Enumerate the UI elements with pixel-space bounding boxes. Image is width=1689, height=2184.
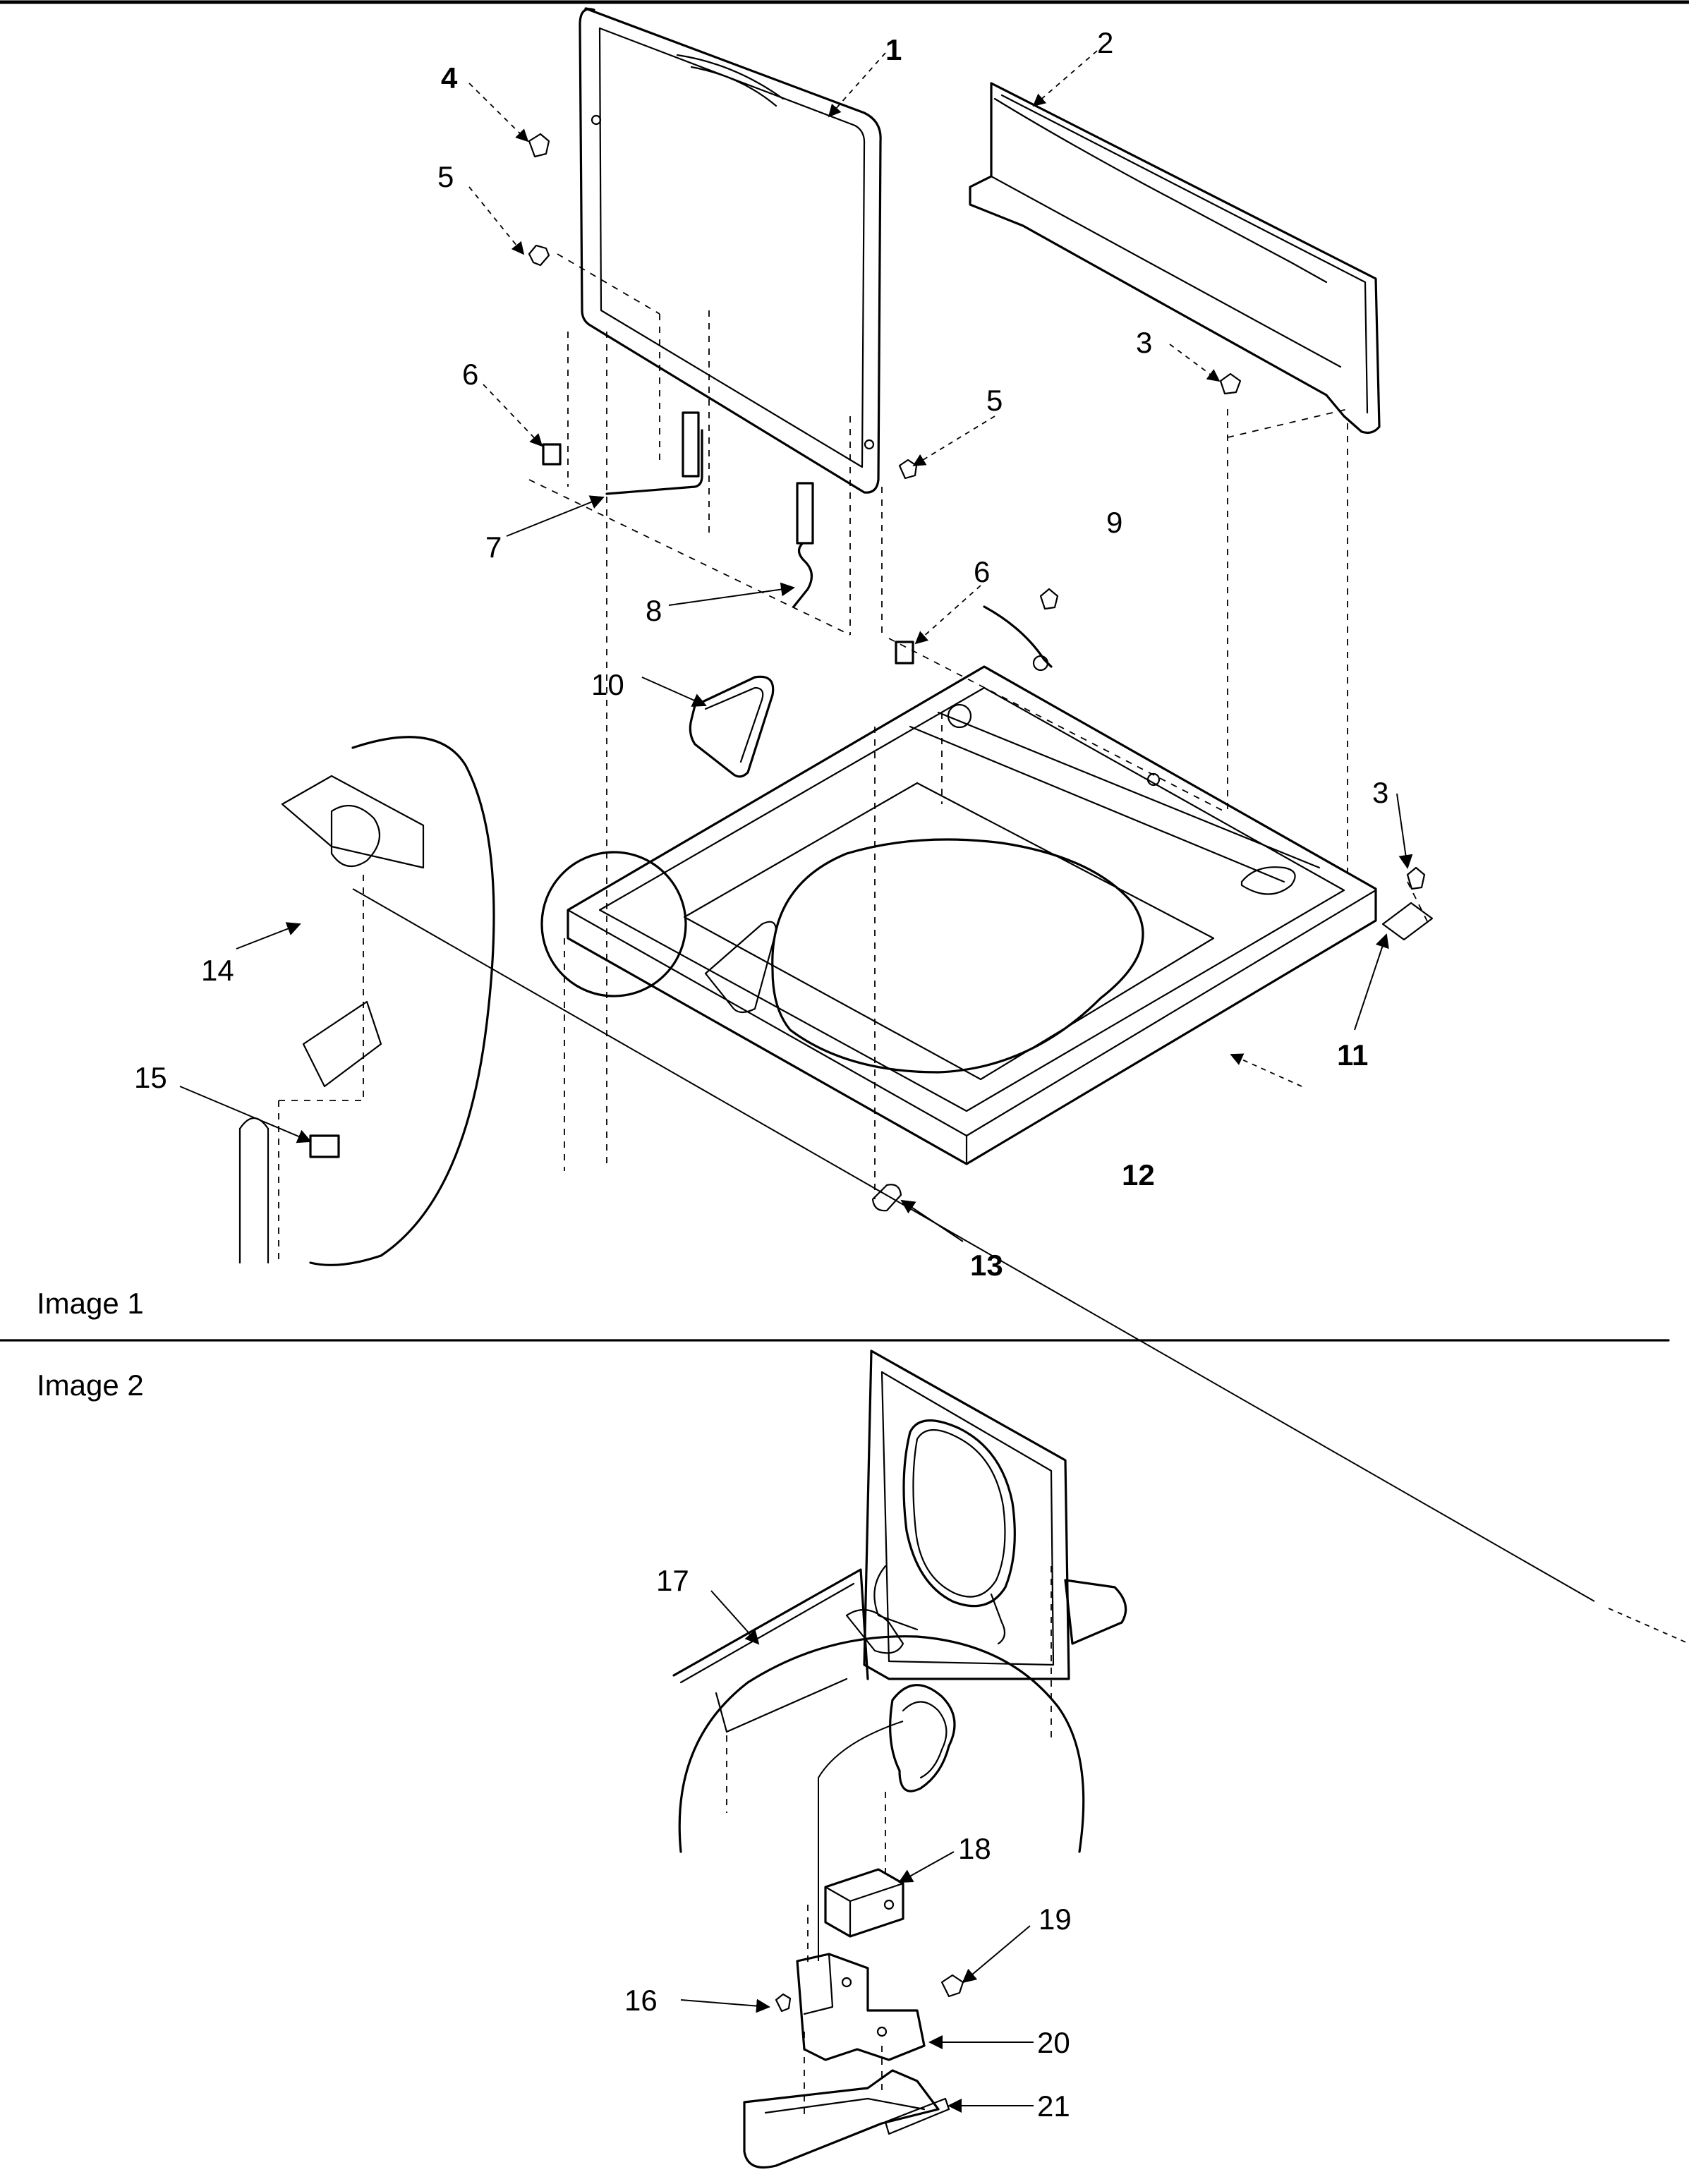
callout-14: 14 — [201, 954, 234, 987]
callout-5a: 5 — [437, 160, 454, 193]
detail-circle-2 — [678, 1635, 1085, 1853]
callout-20: 20 — [1037, 2026, 1070, 2059]
callouts-2: 17 18 19 16 20 21 — [624, 1564, 1072, 2123]
callouts-1: 1 2 4 5 3 5 6 7 9 6 8 10 3 14 11 15 12 1… — [37, 26, 1388, 1320]
callout-6a: 6 — [462, 358, 478, 391]
callout-4: 4 — [441, 61, 458, 95]
callout-8: 8 — [646, 594, 662, 627]
callout-17: 17 — [656, 1564, 689, 1597]
switch-assembly-parts — [743, 1868, 964, 2169]
callout-7: 7 — [485, 530, 502, 564]
callout-6b: 6 — [974, 555, 990, 588]
callout-15: 15 — [134, 1061, 167, 1094]
lid-part — [579, 7, 882, 494]
callout-1: 1 — [885, 33, 902, 66]
leaders-2 — [680, 1590, 1034, 2113]
cabinet-rear-part — [672, 1568, 904, 1733]
hinge-rods — [605, 411, 814, 608]
callout-12: 12 — [1122, 1158, 1155, 1191]
backsplash-part — [969, 82, 1381, 435]
leaders-1 — [179, 50, 1413, 1242]
detail-circle-1 — [238, 736, 687, 1266]
callout-10: 10 — [591, 668, 624, 701]
small-fasteners-top — [528, 133, 1434, 1212]
callout-9: 9 — [1106, 506, 1122, 539]
figure-label-2: Image 2 — [37, 1369, 144, 1402]
callout-11: 11 — [1337, 1038, 1368, 1072]
callout-5b: 5 — [986, 384, 1003, 417]
construction-lines-2 — [726, 1566, 1052, 2116]
callout-2: 2 — [1097, 26, 1113, 59]
cabinet-top-part — [567, 665, 1377, 1165]
callout-18: 18 — [958, 1832, 991, 1865]
cross-reference-line — [352, 888, 1595, 1602]
dispenser-cup-part — [689, 675, 775, 778]
callout-21: 21 — [1037, 2089, 1070, 2123]
callout-3b: 3 — [1372, 776, 1388, 809]
figure-label-1: Image 1 — [37, 1287, 144, 1320]
callout-3a: 3 — [1136, 326, 1152, 359]
callout-16: 16 — [624, 1984, 658, 2017]
callout-13: 13 — [970, 1249, 1003, 1282]
callout-19: 19 — [1039, 1903, 1072, 1936]
construction-lines-1 — [278, 253, 1689, 1644]
lid-open-part — [863, 1349, 1127, 1680]
